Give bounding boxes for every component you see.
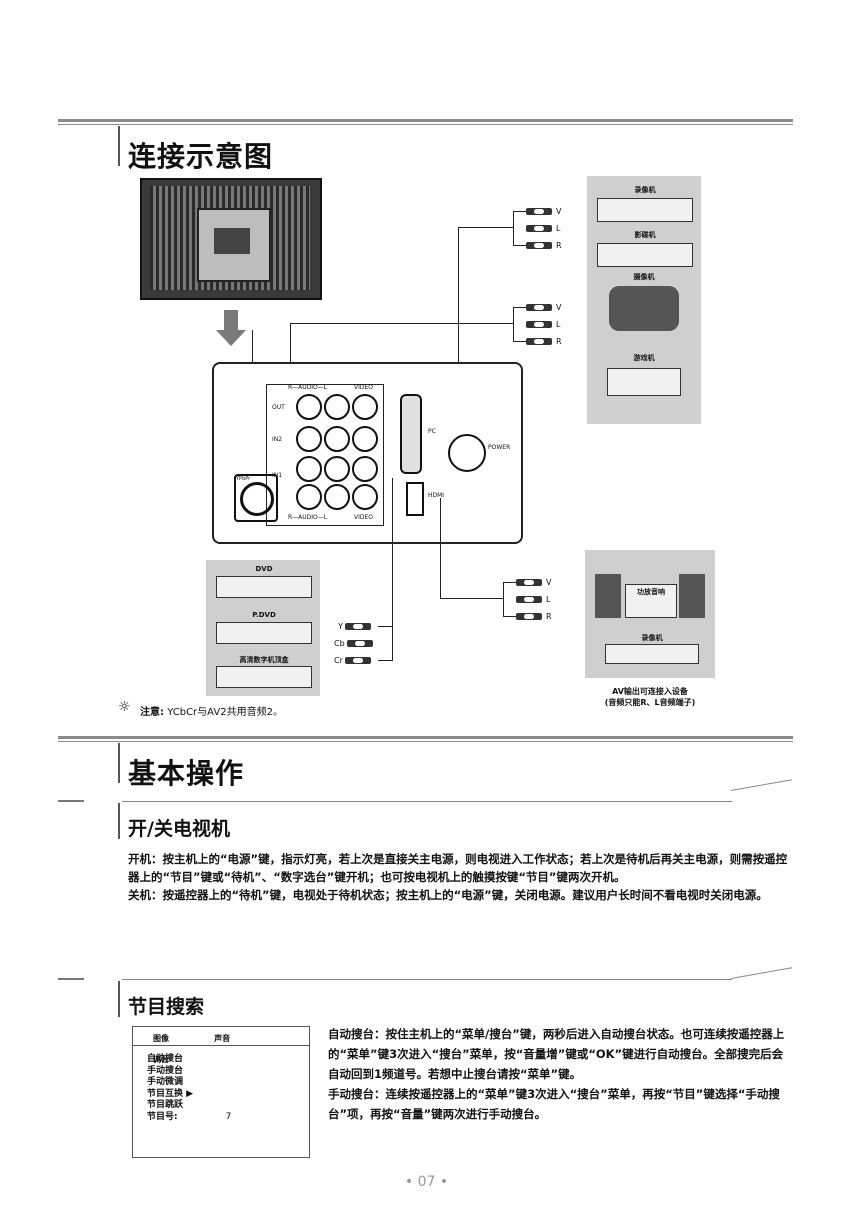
plug-r-b: R <box>526 337 562 346</box>
top-rule <box>58 119 793 122</box>
plug-v-b: V <box>526 303 561 312</box>
plug-l-c: L <box>516 595 550 604</box>
section2-rule-thin <box>58 741 793 742</box>
plug-l-a: L <box>526 224 560 233</box>
tv-back-image <box>140 178 322 300</box>
sub1-line <box>122 801 732 802</box>
channel-value: 7 <box>225 1111 232 1122</box>
plug-v-a: V <box>526 207 561 216</box>
menu-item: 节目号:7 <box>147 1111 232 1122</box>
section2-title: 基本操作 <box>128 757 245 790</box>
plug-cb: Cb <box>334 639 377 648</box>
title-bar <box>118 126 120 166</box>
jack-panel: R—AUDIO—L VIDEO OUT IN2 IN1 R—AUDIO—L VI… <box>212 362 523 544</box>
note: 注意: YCbCr与AV2共用音频2。 <box>140 707 283 718</box>
menu-item: 节目跳跃 <box>147 1100 184 1110</box>
arrow-down-icon <box>224 310 238 330</box>
menu-item: 自动搜台 <box>147 1054 184 1064</box>
menu-item: 手动搜台 <box>147 1065 184 1076</box>
page-number: • 07 • <box>404 1174 449 1190</box>
arrow-down-head <box>216 330 246 346</box>
sub1-line-left <box>58 800 84 802</box>
section2-rule <box>58 736 793 739</box>
plug-v-c: V <box>516 578 551 587</box>
top-rule-thin <box>58 124 793 125</box>
plug-l-b: L <box>526 320 560 329</box>
sub2-line-left <box>58 978 84 980</box>
plug-cr: Cr <box>334 656 375 665</box>
plug-r-a: R <box>526 241 562 250</box>
menu-item: 手动微调 <box>147 1077 184 1087</box>
menu-tab-picture: 图像 <box>153 1034 169 1043</box>
menu-tab-tune: 调台 <box>153 1055 169 1064</box>
plug-y: Y <box>338 622 375 631</box>
av-devices-box: 录像机 影碟机 摄像机 游戏机 <box>587 176 701 424</box>
sub2-line <box>122 979 732 980</box>
lightbulb-icon: ☼ <box>118 699 131 715</box>
page-title: 连接示意图 <box>128 140 274 173</box>
sub2-title: 节目搜索 <box>128 996 205 1018</box>
sub1-title: 开/关电视机 <box>128 818 230 840</box>
av-out-caption: AV输出可连接入设备 (音频只能R、L音频端子) <box>604 687 696 707</box>
sub1-body: 开机：按主机上的“电源”键，指示灯亮，若上次是直接关主电源，则电视进入工作状态；… <box>128 852 788 902</box>
menu-tab-sound: 声音 <box>214 1034 231 1043</box>
amp-devices-box: 功放音响 录像机 <box>585 550 715 678</box>
menu-items: 自动搜台 手动搜台 手动微调 节目互换 ▶ 节目跳跃 节目号:7 <box>133 1046 309 1123</box>
dvd-devices-box: DVD P.DVD 高清数字机顶盒 <box>206 560 320 696</box>
menu-item: 节目互换 ▶ <box>147 1088 194 1099</box>
menu-tabs: 图像 声音 调台 <box>133 1027 309 1064</box>
camcorder-label: 摄像机 <box>633 273 655 281</box>
search-menu: 图像 声音 调台 自动搜台 手动搜台 手动微调 节目互换 ▶ 节目跳跃 节目号:… <box>132 1026 310 1158</box>
sub2-body: 自动搜台：按住主机上的“菜单/搜台”键，两秒后进入自动搜台状态。也可连续按遥控器… <box>328 1027 785 1121</box>
plug-r-c: R <box>516 612 552 621</box>
